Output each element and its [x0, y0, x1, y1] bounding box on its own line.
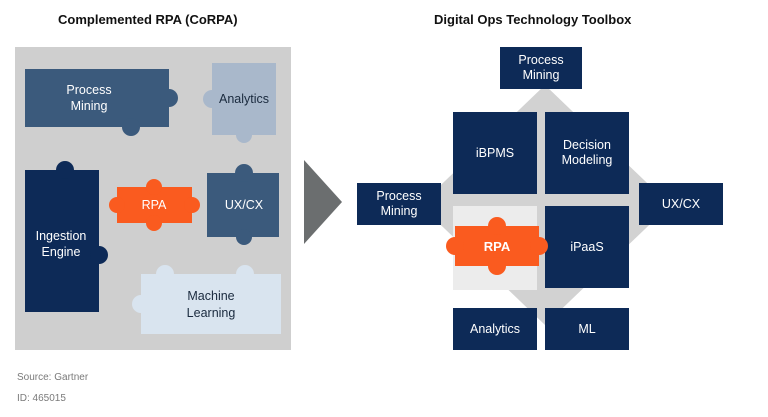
- box-ibpms: iBPMS: [453, 112, 537, 194]
- process-mining-label-2: Mining: [71, 99, 108, 113]
- process-mining-label: Process: [66, 83, 111, 97]
- id-text: ID: 465015: [17, 393, 66, 404]
- machine-learning-label-2: Learning: [187, 306, 236, 320]
- box-ux-cx: UX/CX: [639, 183, 723, 225]
- right-arrow-icon: [304, 160, 342, 244]
- right-title: Digital Ops Technology Toolbox: [434, 12, 632, 27]
- corpa-puzzle-panel: Process Mining Analytics Ingestion Engin…: [15, 47, 291, 350]
- box-ipaas: iPaaS: [545, 206, 629, 288]
- box-process-mining-top: Process Mining: [500, 47, 582, 89]
- ingestion-label-2: Engine: [42, 245, 81, 259]
- puzzle-svg: Process Mining Analytics Ingestion Engin…: [25, 63, 281, 334]
- puzzle-piece-ingestion-engine: Ingestion Engine: [25, 161, 108, 312]
- ingestion-label: Ingestion: [36, 229, 87, 243]
- puzzle-piece-rpa: RPA: [109, 179, 200, 231]
- machine-learning-label: Machine: [187, 289, 234, 303]
- ux-cx-piece-label: UX/CX: [225, 198, 264, 212]
- puzzle-piece-machine-learning: Machine Learning: [132, 265, 281, 334]
- rpa-toolbox-label: RPA: [484, 239, 511, 254]
- puzzle-piece-ux-cx: UX/CX: [207, 164, 279, 245]
- analytics-piece-label: Analytics: [219, 92, 269, 106]
- rpa-piece-label: RPA: [142, 198, 167, 212]
- box-analytics: Analytics: [453, 308, 537, 350]
- digital-ops-toolbox: Process Mining iBPMS Decision Modeling P…: [355, 40, 735, 360]
- box-decision-modeling: Decision Modeling: [545, 112, 629, 194]
- rpa-toolbox-piece: RPA: [446, 217, 548, 275]
- box-process-mining-left: Process Mining: [357, 183, 441, 225]
- puzzle-piece-process-mining: Process Mining: [25, 69, 178, 136]
- source-text: Source: Gartner: [17, 372, 89, 383]
- left-title: Complemented RPA (CoRPA): [58, 12, 238, 27]
- puzzle-piece-analytics: Analytics: [203, 63, 276, 143]
- box-ml: ML: [545, 308, 629, 350]
